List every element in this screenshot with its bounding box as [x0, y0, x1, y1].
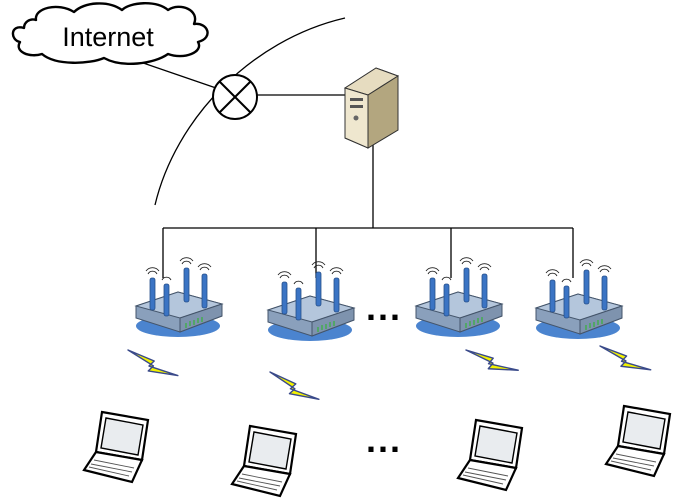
lightning-bolt-icon: [269, 357, 320, 415]
laptop-icon: [456, 418, 524, 492]
server: [343, 67, 400, 149]
lightning-bolt-icon: [127, 334, 179, 392]
internet-cloud: Internet: [11, 2, 209, 65]
server-tower-icon: [343, 67, 400, 149]
lightning-bolt-icon: [465, 331, 519, 389]
wireless-router-icon: [535, 258, 623, 340]
network-links: [119, 17, 574, 278]
wireless-router-icon: [135, 256, 223, 338]
wireless-links: [127, 329, 652, 415]
junction-node: [212, 74, 258, 120]
more-laptops-ellipsis: ...: [366, 419, 402, 460]
laptop-icon: [604, 404, 672, 478]
laptop-icon: [82, 410, 150, 484]
crossed-circle-icon: [212, 74, 258, 120]
wireless-router-icon: [415, 256, 503, 338]
wireless-router-icon: [267, 260, 355, 342]
laptop-icon: [230, 424, 298, 498]
cloud-icon: [11, 2, 209, 65]
internet-label: Internet: [62, 22, 154, 52]
lightning-bolt-icon: [599, 329, 652, 387]
more-routers-ellipsis: ...: [366, 287, 402, 328]
